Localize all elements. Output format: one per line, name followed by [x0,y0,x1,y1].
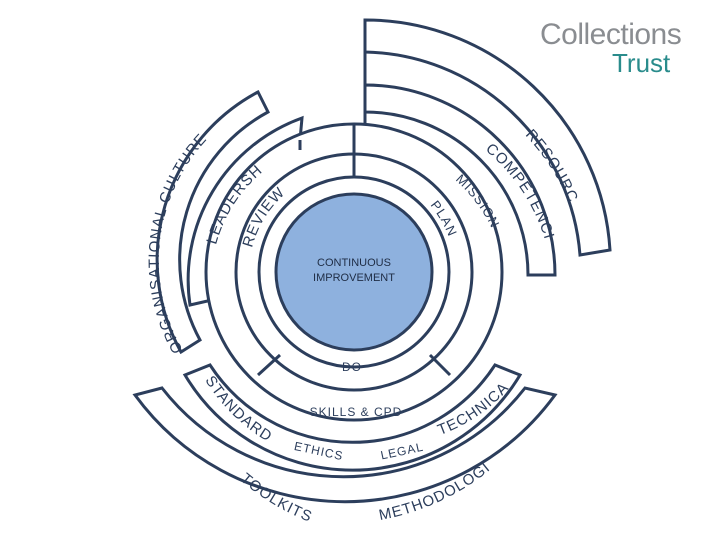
collections-trust-logo: Collections Trust [540,18,710,78]
resources-band [363,18,612,257]
divider-line [428,353,452,377]
center-label-line1: CONTINUOUS [317,257,391,269]
continuous-improvement-center [274,192,434,352]
center-label-line2: IMPROVEMENT [313,272,395,284]
organisational-culture-band [155,89,270,355]
competencies-band [363,83,557,277]
toolkits-methodologies-band [132,386,558,504]
standards-technical-band [182,363,523,472]
skills-cpd-label: SKILLS & CPD [310,405,403,419]
divider-line [256,353,282,377]
do-label: DO [342,360,362,374]
logo-trust-text: Trust [612,48,671,78]
logo-collections-text: Collections [540,18,682,51]
